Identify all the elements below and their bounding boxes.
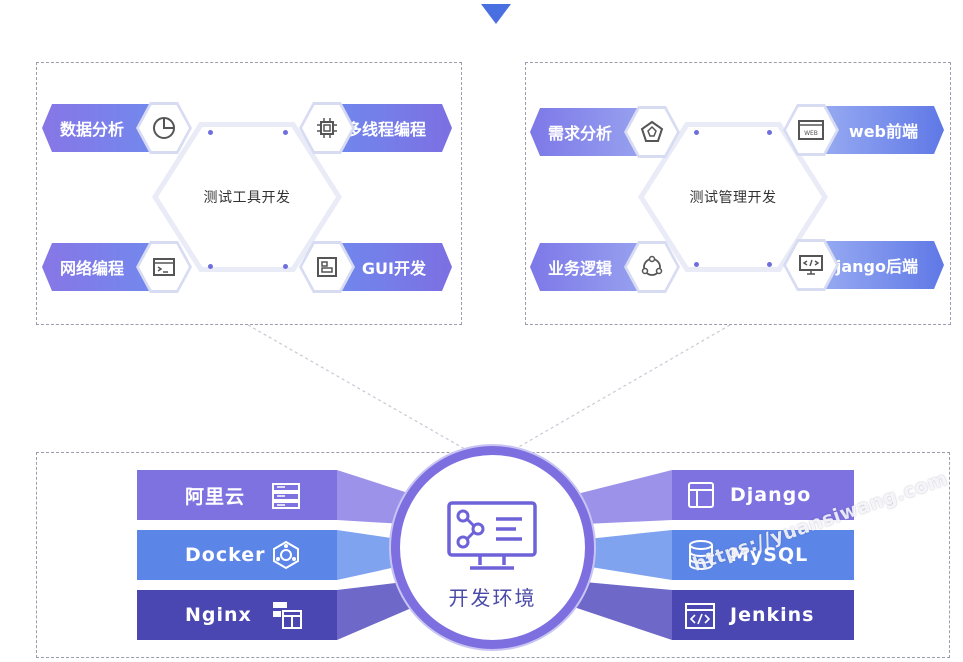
network-programming-label: 网络编程	[60, 259, 125, 278]
docker-hexagon-icon	[273, 540, 299, 570]
multithread-label: 多线程编程	[345, 120, 426, 139]
gui-dev-label: GUI开发	[361, 259, 426, 278]
aliyun-label: 阿里云	[185, 485, 246, 508]
mysql-bar: MySQL	[672, 530, 854, 580]
django-label: Django	[730, 484, 812, 506]
server-rack-icon	[272, 483, 300, 509]
business-logic-label: 业务逻辑	[548, 259, 613, 278]
mysql-label: MySQL	[730, 544, 809, 566]
dev-environment-panel	[36, 452, 950, 658]
connector-dot	[283, 264, 288, 269]
django-backend-label: Django后端	[822, 257, 918, 276]
nginx-label: Nginx	[185, 604, 252, 626]
web-frontend-label: web前端	[848, 122, 918, 141]
down-arrow-icon	[481, 4, 511, 24]
connector-dot	[767, 130, 772, 135]
data-analysis-label: 数据分析	[60, 120, 125, 139]
jenkins-label: Jenkins	[730, 604, 815, 626]
dev-environment-label: 开发环境	[448, 586, 537, 610]
connector-dot	[208, 130, 213, 135]
connector-dot	[283, 130, 288, 135]
database-icon	[689, 540, 713, 571]
dev-environment-circle	[400, 455, 585, 640]
connector-dot	[208, 264, 213, 269]
gui-layout-icon	[299, 241, 355, 293]
aliyun-bar: 阿里云	[137, 470, 337, 520]
django-bar: Django	[672, 470, 854, 520]
connector-dot	[694, 130, 699, 135]
connector-dot	[767, 262, 772, 267]
jenkins-bar: Jenkins	[672, 590, 854, 640]
requirement-analysis-label: 需求分析	[548, 124, 613, 143]
connector-dot	[694, 262, 699, 267]
docker-label: Docker	[185, 544, 266, 566]
layout-panel-icon	[688, 482, 714, 508]
test-tool-dev-panel	[36, 62, 462, 325]
nginx-bar: Nginx	[137, 590, 337, 640]
test-management-dev-panel	[525, 62, 951, 325]
docker-bar: Docker	[137, 530, 337, 580]
svg-text:WEB: WEB	[804, 130, 818, 137]
cpu-chip-icon	[299, 102, 355, 154]
code-window-icon	[685, 603, 715, 629]
window-grid-icon	[273, 602, 302, 629]
test-management-dev-label: 测试管理开发	[644, 127, 822, 267]
monitor-flow-icon	[447, 501, 537, 570]
